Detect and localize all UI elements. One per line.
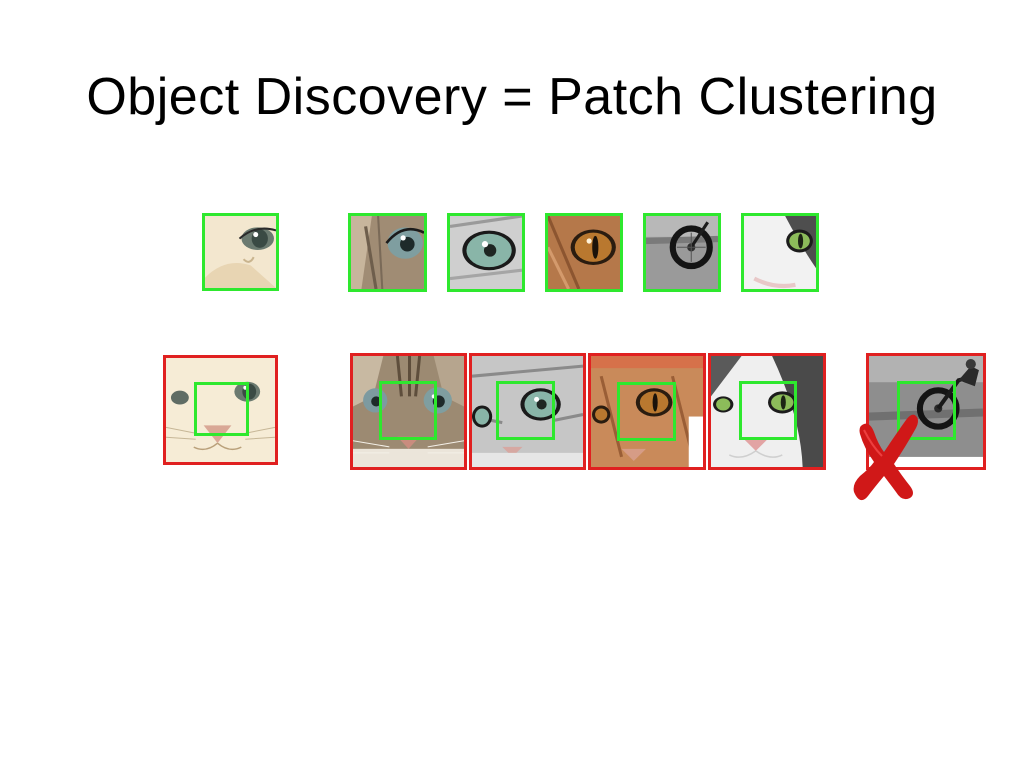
inner-patch-box [194,382,249,436]
inner-patch-box [496,381,555,440]
cat-face-image [353,356,464,467]
inner-patch-box [617,382,676,441]
cat-face-image [472,356,583,467]
context-cat-face-white [708,353,826,470]
patch-motorbike-wheel [643,213,721,292]
cat-eye-image [548,216,620,289]
cat-eye-image [744,216,816,289]
cat-eye-image [450,216,522,289]
cat-eye-image [205,216,276,288]
patch-cat-eye-silver [447,213,525,292]
cat-face-image [591,356,703,467]
context-cat-face-tabby [350,353,467,470]
motorbike-wheel-image [646,216,718,289]
context-motorbike [866,353,986,470]
motorbike-image [869,356,983,467]
cat-face-image [166,358,275,462]
inner-patch-box [379,381,437,440]
patch-cat-eye-orange [545,213,623,292]
patch-cat-eye-white [741,213,819,292]
inner-patch-box [897,381,956,440]
patch-cat-eye-tabby [348,213,427,292]
context-cat-face-orange [588,353,706,470]
slide-title: Object Discovery = Patch Clustering [86,68,938,126]
inner-patch-box [739,381,797,440]
patch-cat-eye-pale [202,213,279,291]
cat-eye-image [351,216,424,289]
context-cat-face-pale [163,355,278,465]
context-cat-face-silver [469,353,586,470]
red-cross-icon [853,414,918,501]
